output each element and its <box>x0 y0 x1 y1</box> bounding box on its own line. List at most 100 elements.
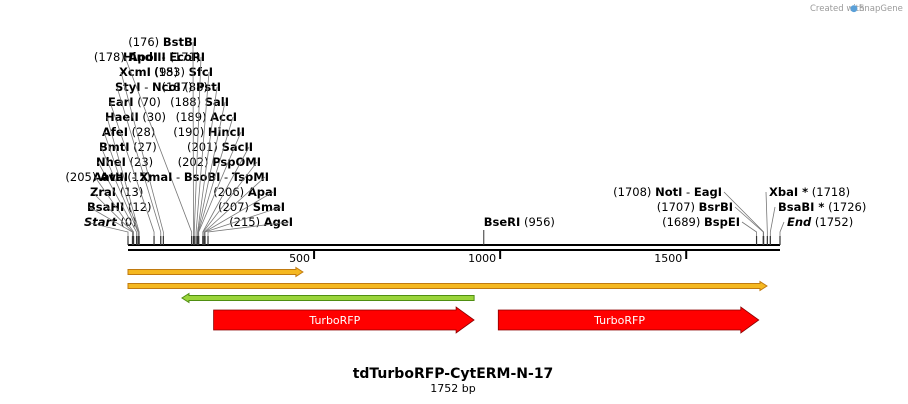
enzyme-name: XcmI <box>119 65 151 79</box>
site-position: (956) <box>520 215 555 229</box>
site-label: (202) PspOMI <box>178 155 261 169</box>
enzyme-name: BsaBI * <box>778 200 824 214</box>
site-position: (187) <box>162 80 197 94</box>
site-position: (176) <box>128 35 163 49</box>
enzyme-name: End <box>787 215 812 229</box>
enzyme-name: PspOMI <box>212 155 261 169</box>
site-label-text: XcmI (95) <box>119 65 178 79</box>
enzyme-name: AvaI <box>100 170 128 184</box>
credit-prefix: Created with <box>810 4 864 14</box>
enzyme-name: StyI <box>115 80 141 94</box>
enzyme-name: PstI <box>196 80 221 94</box>
site-label: (206) ApaI <box>213 185 277 199</box>
site-label: StyI - NcoI (88) <box>115 80 208 94</box>
enzyme-name: ApaI <box>248 185 277 199</box>
site-position: (13) <box>116 185 143 199</box>
site-label: (187) PstI <box>162 80 221 94</box>
site-leader-line <box>769 206 776 245</box>
site-position: (1689) <box>662 215 704 229</box>
feature-label: TurboRFP <box>308 314 360 327</box>
site-label-text: (190) HincII <box>173 125 245 139</box>
site-label-text: (205) AvaI - XmaI - BsoBI - TspMI <box>65 170 269 184</box>
site-label: (183) SfcI <box>154 65 213 79</box>
site-label: (176) BstBI <box>128 35 197 49</box>
enzyme-name: TspMI <box>232 170 269 184</box>
site-label-text: BsaBI * (1726) <box>778 200 866 214</box>
site-label-text: (187) PstI <box>162 80 221 94</box>
site-leader-line <box>741 221 757 245</box>
site-label-text: (1689) BspEI <box>662 215 740 229</box>
site-label: HaeII (30) <box>105 110 166 124</box>
enzyme-name: ApoI <box>129 50 158 64</box>
site-position: (215) <box>229 215 264 229</box>
site-label: XbaI * (1718) <box>769 185 850 199</box>
site-label-text: (206) ApaI <box>213 185 277 199</box>
site-separator: - <box>128 170 139 184</box>
sequence-backbone <box>128 244 780 251</box>
site-position: (30) <box>139 110 166 124</box>
feature-arrow-turborfp <box>497 306 760 334</box>
site-position: (207) <box>218 200 253 214</box>
site-position: (1708) <box>613 185 655 199</box>
site-label: ZraI (13) <box>90 185 143 199</box>
enzyme-name: XmaI <box>139 170 172 184</box>
site-position: (28) <box>128 125 155 139</box>
enzyme-name: HincII <box>208 125 245 139</box>
site-position: (171) <box>166 50 201 64</box>
site-separator: - <box>141 80 152 94</box>
site-position: (95) <box>151 65 178 79</box>
enzyme-name: EcoRI <box>169 50 205 64</box>
enzyme-name: EarI <box>108 95 134 109</box>
enzyme-name: HindIII <box>123 50 166 64</box>
enzyme-name: BsrBI <box>699 200 733 214</box>
site-label: (189) AccI <box>176 110 237 124</box>
site-label-text: (1708) NotI - EagI <box>613 185 722 199</box>
site-label-text: HaeII (30) <box>105 110 166 124</box>
enzyme-name: BstBI <box>163 35 197 49</box>
enzyme-name: Start <box>84 215 117 229</box>
site-label-text: (183) SfcI <box>154 65 213 79</box>
site-label: HindIII (171) <box>123 50 200 64</box>
ruler-tick-label: 500 <box>289 252 310 265</box>
enzyme-name: SacII <box>222 140 253 154</box>
site-label-text: (202) PspOMI <box>178 155 261 169</box>
feature-arrow-turborfp <box>213 306 475 334</box>
site-label-text: ZraI (13) <box>90 185 143 199</box>
site-label: (178) ApoI - EcoRI <box>94 50 205 64</box>
enzyme-name: HaeII <box>105 110 139 124</box>
credit-brand: SnapGene <box>859 4 903 14</box>
feature-arrow-forward <box>127 266 304 278</box>
site-label-text: (178) ApoI - EcoRI <box>94 50 205 64</box>
site-position: (202) <box>178 155 213 169</box>
snapgene-logo-icon: ● <box>850 4 858 14</box>
site-label: (188) SalI <box>170 95 229 109</box>
map-title: tdTurboRFP-CytERM-N-17 <box>353 366 554 382</box>
site-separator: - <box>220 170 231 184</box>
site-position: (201) <box>187 140 222 154</box>
enzyme-name: NcoI <box>152 80 181 94</box>
site-position: (1726) <box>824 200 866 214</box>
site-label-text: EarI (70) <box>108 95 161 109</box>
site-separator: - <box>158 50 169 64</box>
enzyme-name: AgeI <box>264 215 293 229</box>
site-label: AatII (15) <box>93 170 151 184</box>
site-label: (1707) BsrBI <box>657 200 733 214</box>
site-label-text: (1707) BsrBI <box>657 200 733 214</box>
enzyme-name: AatII <box>93 170 124 184</box>
enzyme-name: NotI <box>655 185 682 199</box>
site-position: (1718) <box>808 185 850 199</box>
map-length: 1752 bp <box>430 382 475 395</box>
site-position: (205) <box>65 170 100 184</box>
site-label-text: StyI - NcoI (88) <box>115 80 208 94</box>
site-label: (1689) BspEI <box>662 215 740 229</box>
site-label: (190) HincII <box>173 125 245 139</box>
site-label-text: (189) AccI <box>176 110 237 124</box>
site-label: (205) AvaI - XmaI - BsoBI - TspMI <box>65 170 269 184</box>
snapgene-credit: Created with ● SnapGene <box>810 4 903 14</box>
site-label: End (1752) <box>787 215 853 229</box>
site-label-text: (215) AgeI <box>229 215 293 229</box>
site-separator: - <box>172 170 183 184</box>
